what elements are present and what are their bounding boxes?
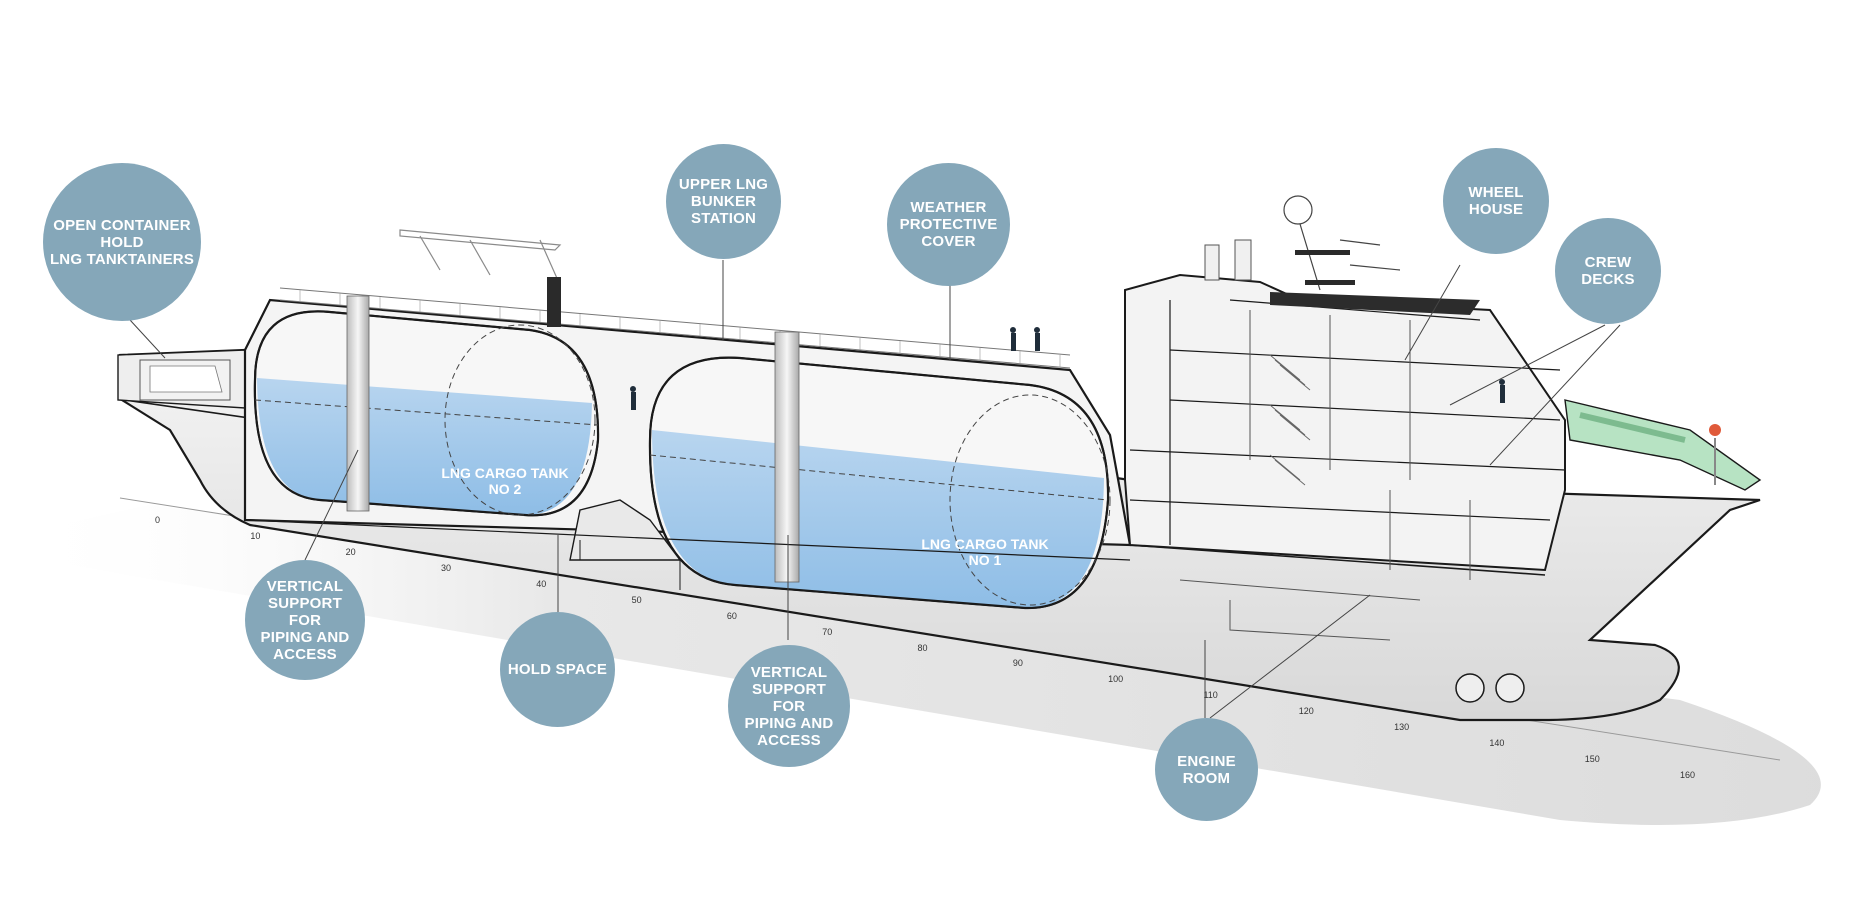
support-pole-aft (346, 295, 370, 512)
callout-engine-room: ENGINE ROOM (1155, 718, 1258, 821)
radar-mast (1283, 195, 1401, 291)
callout-vertical-support-aft: VERTICAL SUPPORT FOR PIPING AND ACCESS (245, 560, 365, 680)
frame-number: 80 (917, 642, 928, 653)
frame-number: 90 (1012, 658, 1023, 669)
frame-number: 100 (1108, 674, 1124, 685)
frame-number: 130 (1394, 722, 1410, 733)
wheelhouse-roof (1270, 292, 1480, 315)
callout-text: WHEEL HOUSE (1468, 184, 1524, 218)
callout-vertical-support-fwd: VERTICAL SUPPORT FOR PIPING AND ACCESS (728, 645, 850, 767)
tank-2-label: LNG CARGO TANK NO 2 (441, 465, 569, 497)
frame-number: 120 (1298, 706, 1314, 717)
callout-text: UPPER LNG BUNKER STATION (678, 176, 769, 227)
funnel-1 (1204, 244, 1220, 281)
callout-text: VERTICAL SUPPORT FOR PIPING AND ACCESS (744, 663, 834, 749)
frame-number: 60 (726, 610, 737, 621)
beacon-light (1709, 424, 1721, 436)
tank-1-liquid (652, 430, 1104, 608)
frame-number: 50 (631, 594, 642, 605)
frame-number: 150 (1584, 754, 1600, 765)
callout-crew-decks: CREW DECKS (1555, 218, 1661, 324)
tank-1-label: LNG CARGO TANK NO 1 (921, 536, 1049, 568)
frame-number: 0 (155, 515, 161, 525)
tank-2-liquid (257, 378, 592, 515)
propeller-2 (1495, 673, 1525, 703)
frame-number: 140 (1489, 738, 1505, 749)
frame-number: 10 (250, 530, 261, 541)
callout-open-container-hold: OPEN CONTAINER HOLD LNG TANKTAINERS (43, 163, 201, 321)
bunker-mast (547, 277, 561, 327)
frame-number: 160 (1680, 770, 1696, 780)
callout-hold-space: HOLD SPACE (500, 612, 615, 727)
frame-number: 70 (822, 626, 833, 637)
callout-wheel-house: WHEEL HOUSE (1443, 148, 1549, 254)
callout-upper-lng-bunker-station: UPPER LNG BUNKER STATION (666, 144, 781, 259)
frame-number: 30 (440, 562, 451, 573)
crane (399, 229, 562, 286)
people (630, 327, 1505, 410)
hold-space-wedge (569, 499, 682, 561)
bow-green-deck (1564, 399, 1762, 491)
callout-text: CREW DECKS (1581, 254, 1635, 288)
support-pole-fwd (774, 331, 800, 583)
superstructure (1124, 273, 1566, 572)
callout-text: OPEN CONTAINER HOLD LNG TANKTAINERS (49, 216, 195, 268)
frame-number: 20 (345, 546, 356, 557)
frame-number: 110 (1203, 690, 1218, 701)
callout-weather-protective-cover: WEATHER PROTECTIVE COVER (887, 163, 1010, 286)
frame-number: 40 (536, 578, 547, 589)
callout-text: VERTICAL SUPPORT FOR PIPING AND ACCESS (260, 577, 350, 663)
leader-lines (129, 260, 1621, 719)
funnel-2 (1234, 239, 1252, 281)
callout-text: HOLD SPACE (507, 661, 608, 678)
ground-shadow (10, 505, 1821, 825)
callout-text: ENGINE ROOM (1177, 752, 1236, 787)
callout-text: WEATHER PROTECTIVE COVER (899, 199, 998, 250)
propeller-1 (1455, 673, 1485, 703)
